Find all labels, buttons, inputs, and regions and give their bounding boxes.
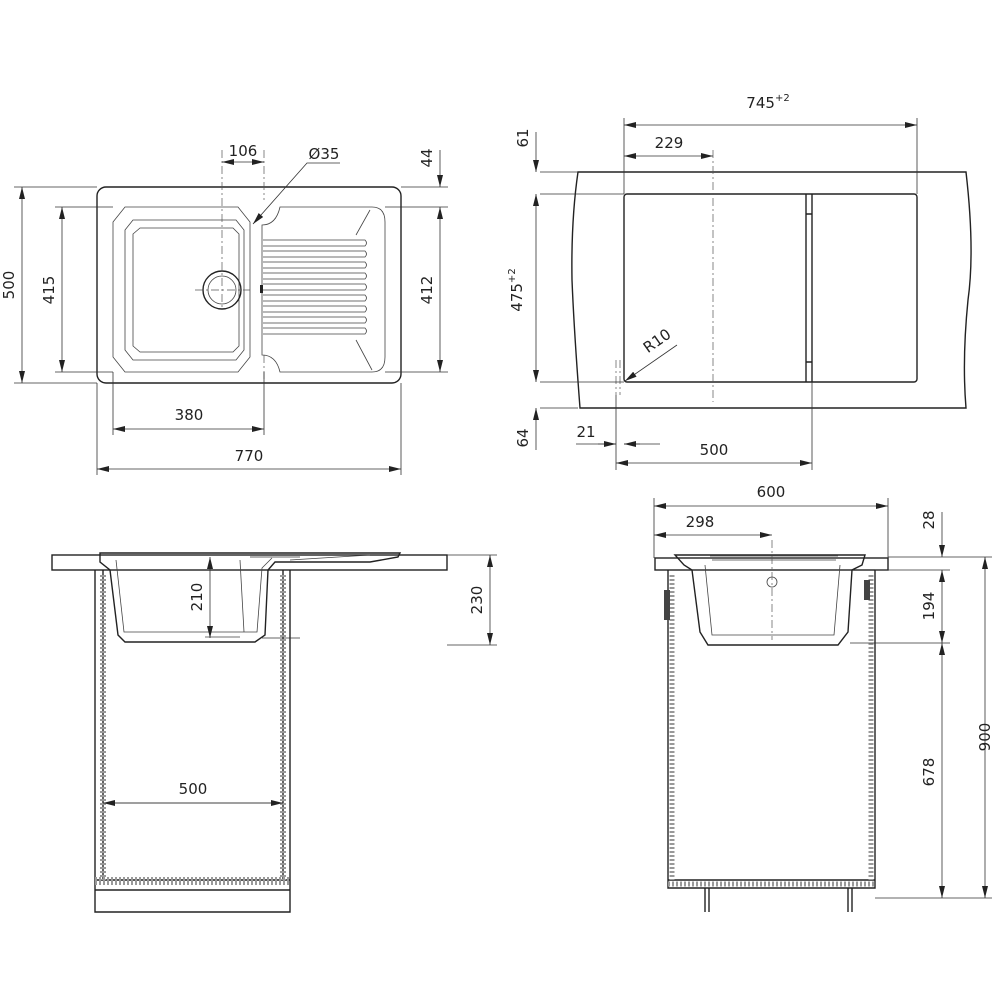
cabinet-divider [805, 194, 813, 382]
label-21: 21 [576, 423, 595, 441]
top-view: 500 415 412 44 106 Ø35 380 770 [0, 142, 448, 475]
label-415: 415 [40, 276, 58, 305]
label-28: 28 [920, 510, 938, 529]
dim-tap-hole [252, 162, 340, 225]
sink-outline [96, 186, 402, 384]
bracket-left [664, 590, 670, 620]
sink-profile [99, 552, 402, 643]
label-770: 770 [235, 447, 264, 465]
overflow-mark [260, 285, 263, 293]
bowl-inner [124, 219, 245, 361]
countertop [654, 557, 889, 571]
drainer-ribs [263, 209, 373, 371]
label-44: 44 [418, 148, 436, 167]
cabinet-wall-hatch [100, 575, 286, 880]
extension-lines [653, 498, 992, 899]
cabinet-hatch [668, 575, 875, 887]
bracket-right [864, 580, 870, 600]
bowl-floor [132, 227, 240, 353]
label-678: 678 [920, 758, 938, 787]
sink-inner-lines [115, 554, 371, 638]
drainer-outline [261, 206, 386, 373]
label-210: 210 [188, 583, 206, 612]
dim-r10 [624, 344, 678, 382]
sink-profile [673, 554, 866, 646]
label-61: 61 [514, 128, 532, 147]
centerlines [615, 150, 714, 402]
label-230: 230 [468, 586, 486, 615]
extension-lines [103, 554, 497, 804]
cabinet [94, 570, 291, 913]
label-412: 412 [418, 276, 436, 305]
countertop-outline [571, 171, 972, 409]
label-tap-hole: Ø35 [309, 145, 340, 163]
label-64: 64 [514, 428, 532, 447]
countertop [51, 554, 448, 571]
cutout-view: 745+2 229 61 475+2 64 R10 21 500 [507, 93, 972, 470]
extension-lines [14, 186, 448, 475]
label-475: 475+2 [507, 268, 526, 311]
bowl-outline [112, 206, 251, 373]
label-106: 106 [229, 142, 258, 160]
cabinet [667, 570, 876, 912]
label-380: 380 [175, 406, 204, 424]
label-500: 500 [700, 441, 729, 459]
label-600: 600 [757, 483, 786, 501]
front-view: 600 298 28 194 678 900 [653, 483, 994, 912]
extension-lines [540, 118, 918, 470]
side-view: 210 230 500 [51, 552, 497, 913]
label-500: 500 [179, 780, 208, 798]
cutout-outline [623, 193, 918, 383]
label-298: 298 [686, 513, 715, 531]
label-500: 500 [0, 271, 18, 300]
label-r10: R10 [640, 325, 675, 357]
label-194: 194 [920, 592, 938, 621]
label-900: 900 [976, 723, 994, 752]
label-745: 745+2 [746, 93, 789, 112]
centerlines [195, 150, 265, 380]
label-229: 229 [655, 134, 684, 152]
sink-inner-lines [704, 555, 841, 636]
